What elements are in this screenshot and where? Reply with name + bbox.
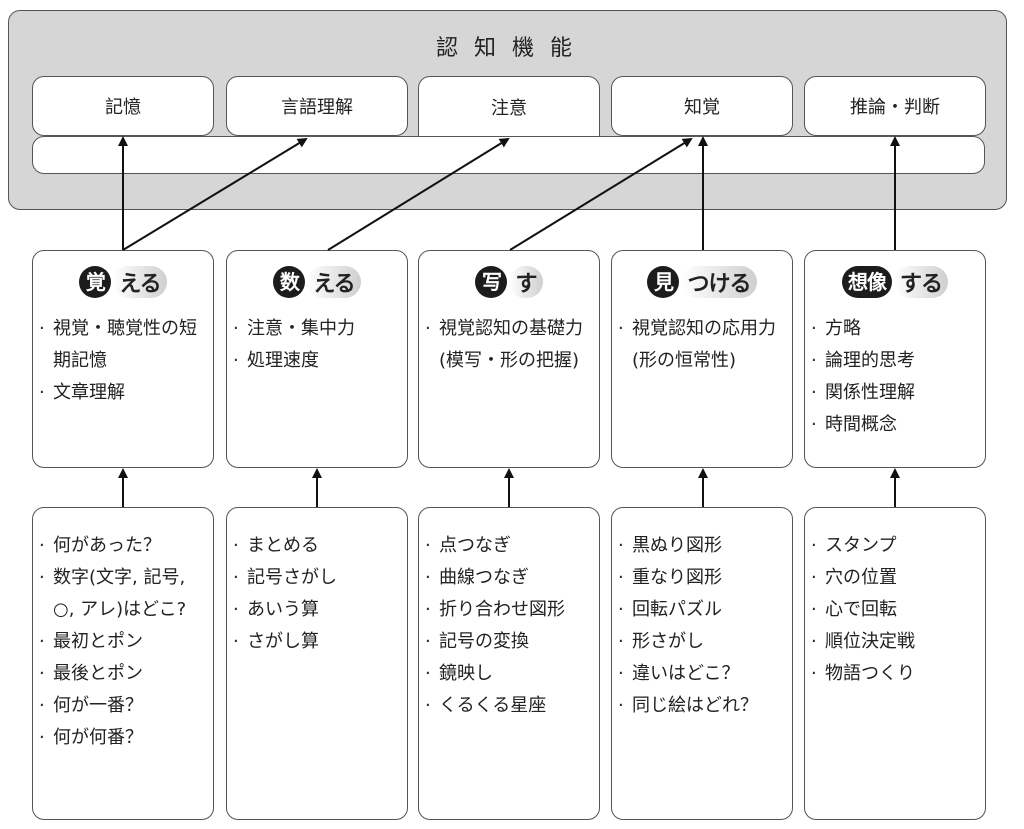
ability-list: 注意・集中力 処理速度 (227, 313, 407, 377)
cognitive-title: 認知機能 (435, 36, 588, 61)
game-item: 回転パズル (612, 594, 784, 626)
game-list: 何があった？ 数字(文字, 記号, ○, アレ)はどこ? 最初とポン 最後とポン… (33, 508, 213, 754)
game-list: 黒ぬり図形 重なり図形 回転パズル 形さがし 違いはどこ？ 同じ絵はどれ？ (612, 508, 792, 722)
function-base-bar (32, 136, 985, 174)
ability-item: 注意・集中力 (227, 313, 399, 345)
games-utsusu: 点つなぎ 曲線つなぎ 折り合わせ図形 記号の変換 鏡映し くるくる星座 (418, 507, 600, 820)
function-language: 言語理解 (226, 76, 408, 136)
game-item: 曲線つなぎ (419, 562, 591, 594)
ability-item: 方略 (805, 313, 977, 345)
function-reasoning: 推論・判断 (804, 76, 986, 136)
ability-item: 論理的思考 (805, 345, 977, 377)
activity-heading: 見つける (612, 251, 792, 313)
game-list: スタンプ 穴の位置 心で回転 順位決定戦 物語つくり (805, 508, 985, 690)
ability-list: 視覚認知の基礎力(模写・形の把握) (419, 313, 599, 377)
games-souzou-suru: スタンプ 穴の位置 心で回転 順位決定戦 物語つくり (804, 507, 986, 820)
game-item: 心で回転 (805, 594, 977, 626)
game-item: 黒ぬり図形 (612, 530, 784, 562)
game-item: 点つなぎ (419, 530, 591, 562)
ability-item: 時間概念 (805, 409, 977, 441)
activity-suffix: える (113, 266, 167, 298)
game-item: 鏡映し (419, 658, 591, 690)
game-item: 何が何番？ (33, 722, 205, 754)
game-item: 穴の位置 (805, 562, 977, 594)
activity-badge: 見 (647, 266, 680, 298)
arrow-kazoeru-attention (327, 137, 510, 251)
activity-badge: 覚 (79, 266, 112, 298)
arrow-utsusu-perception (509, 137, 693, 251)
game-list: まとめる 記号さがし あいう算 さがし算 (227, 508, 407, 658)
ability-item: 視覚認知の基礎力(模写・形の把握) (419, 313, 591, 377)
game-item: 何があった？ (33, 530, 205, 562)
function-label: 注意 (491, 98, 527, 119)
ability-item: 視覚・聴覚性の短期記憶 (33, 313, 205, 377)
function-memory: 記憶 (32, 76, 214, 136)
activity-suffix: つける (681, 266, 757, 298)
game-item: 最初とポン (33, 626, 205, 658)
function-label: 言語理解 (281, 97, 353, 118)
activity-suffix: する (893, 266, 948, 298)
game-item: 物語つくり (805, 658, 977, 690)
game-item: 違いはどこ？ (612, 658, 784, 690)
ability-list: 視覚・聴覚性の短期記憶 文章理解 (33, 313, 213, 409)
activity-badge: 想像 (841, 266, 892, 298)
ability-item: 視覚認知の応用力(形の恒常性) (612, 313, 784, 377)
game-item: 数字(文字, 記号, ○, アレ)はどこ? (33, 562, 205, 626)
game-item: 順位決定戦 (805, 626, 977, 658)
game-item: 何が一番？ (33, 690, 205, 722)
activity-utsusu: 写す 視覚認知の基礎力(模写・形の把握) (418, 250, 600, 468)
ability-list: 方略 論理的思考 関係性理解 時間概念 (805, 313, 985, 441)
activity-heading: 覚える (33, 251, 213, 313)
game-list: 点つなぎ 曲線つなぎ 折り合わせ図形 記号の変換 鏡映し くるくる星座 (419, 508, 599, 722)
game-item: 最後とポン (33, 658, 205, 690)
activity-heading: 写す (419, 251, 599, 313)
game-item: 形さがし (612, 626, 784, 658)
activity-suffix: す (509, 266, 543, 298)
activity-heading: 数える (227, 251, 407, 313)
game-item: 同じ絵はどれ？ (612, 690, 784, 722)
activity-kazoeru: 数える 注意・集中力 処理速度 (226, 250, 408, 468)
ability-item: 処理速度 (227, 345, 399, 377)
function-perception: 知覚 (611, 76, 793, 136)
activity-oboeru: 覚える 視覚・聴覚性の短期記憶 文章理解 (32, 250, 214, 468)
game-item: まとめる (227, 530, 399, 562)
game-item: 重なり図形 (612, 562, 784, 594)
ability-list: 視覚認知の応用力(形の恒常性) (612, 313, 792, 377)
game-item: あいう算 (227, 594, 399, 626)
function-label: 知覚 (684, 97, 720, 118)
game-item: くるくる星座 (419, 690, 591, 722)
function-label: 推論・判断 (850, 97, 940, 118)
game-item: 記号の変換 (419, 626, 591, 658)
game-item: 折り合わせ図形 (419, 594, 591, 626)
arrow-oboeru-language (122, 137, 308, 251)
games-kazoeru: まとめる 記号さがし あいう算 さがし算 (226, 507, 408, 820)
activity-suffix: える (307, 266, 361, 298)
game-item: スタンプ (805, 530, 977, 562)
function-label: 記憶 (105, 97, 141, 118)
game-item: 記号さがし (227, 562, 399, 594)
activity-badge: 数 (273, 266, 306, 298)
activity-heading: 想像する (805, 251, 985, 313)
games-oboeru: 何があった？ 数字(文字, 記号, ○, アレ)はどこ? 最初とポン 最後とポン… (32, 507, 214, 820)
ability-item: 関係性理解 (805, 377, 977, 409)
games-mitsukeru: 黒ぬり図形 重なり図形 回転パズル 形さがし 違いはどこ？ 同じ絵はどれ？ (611, 507, 793, 820)
activity-badge: 写 (475, 266, 508, 298)
ability-item: 文章理解 (33, 377, 205, 409)
game-item: さがし算 (227, 626, 399, 658)
